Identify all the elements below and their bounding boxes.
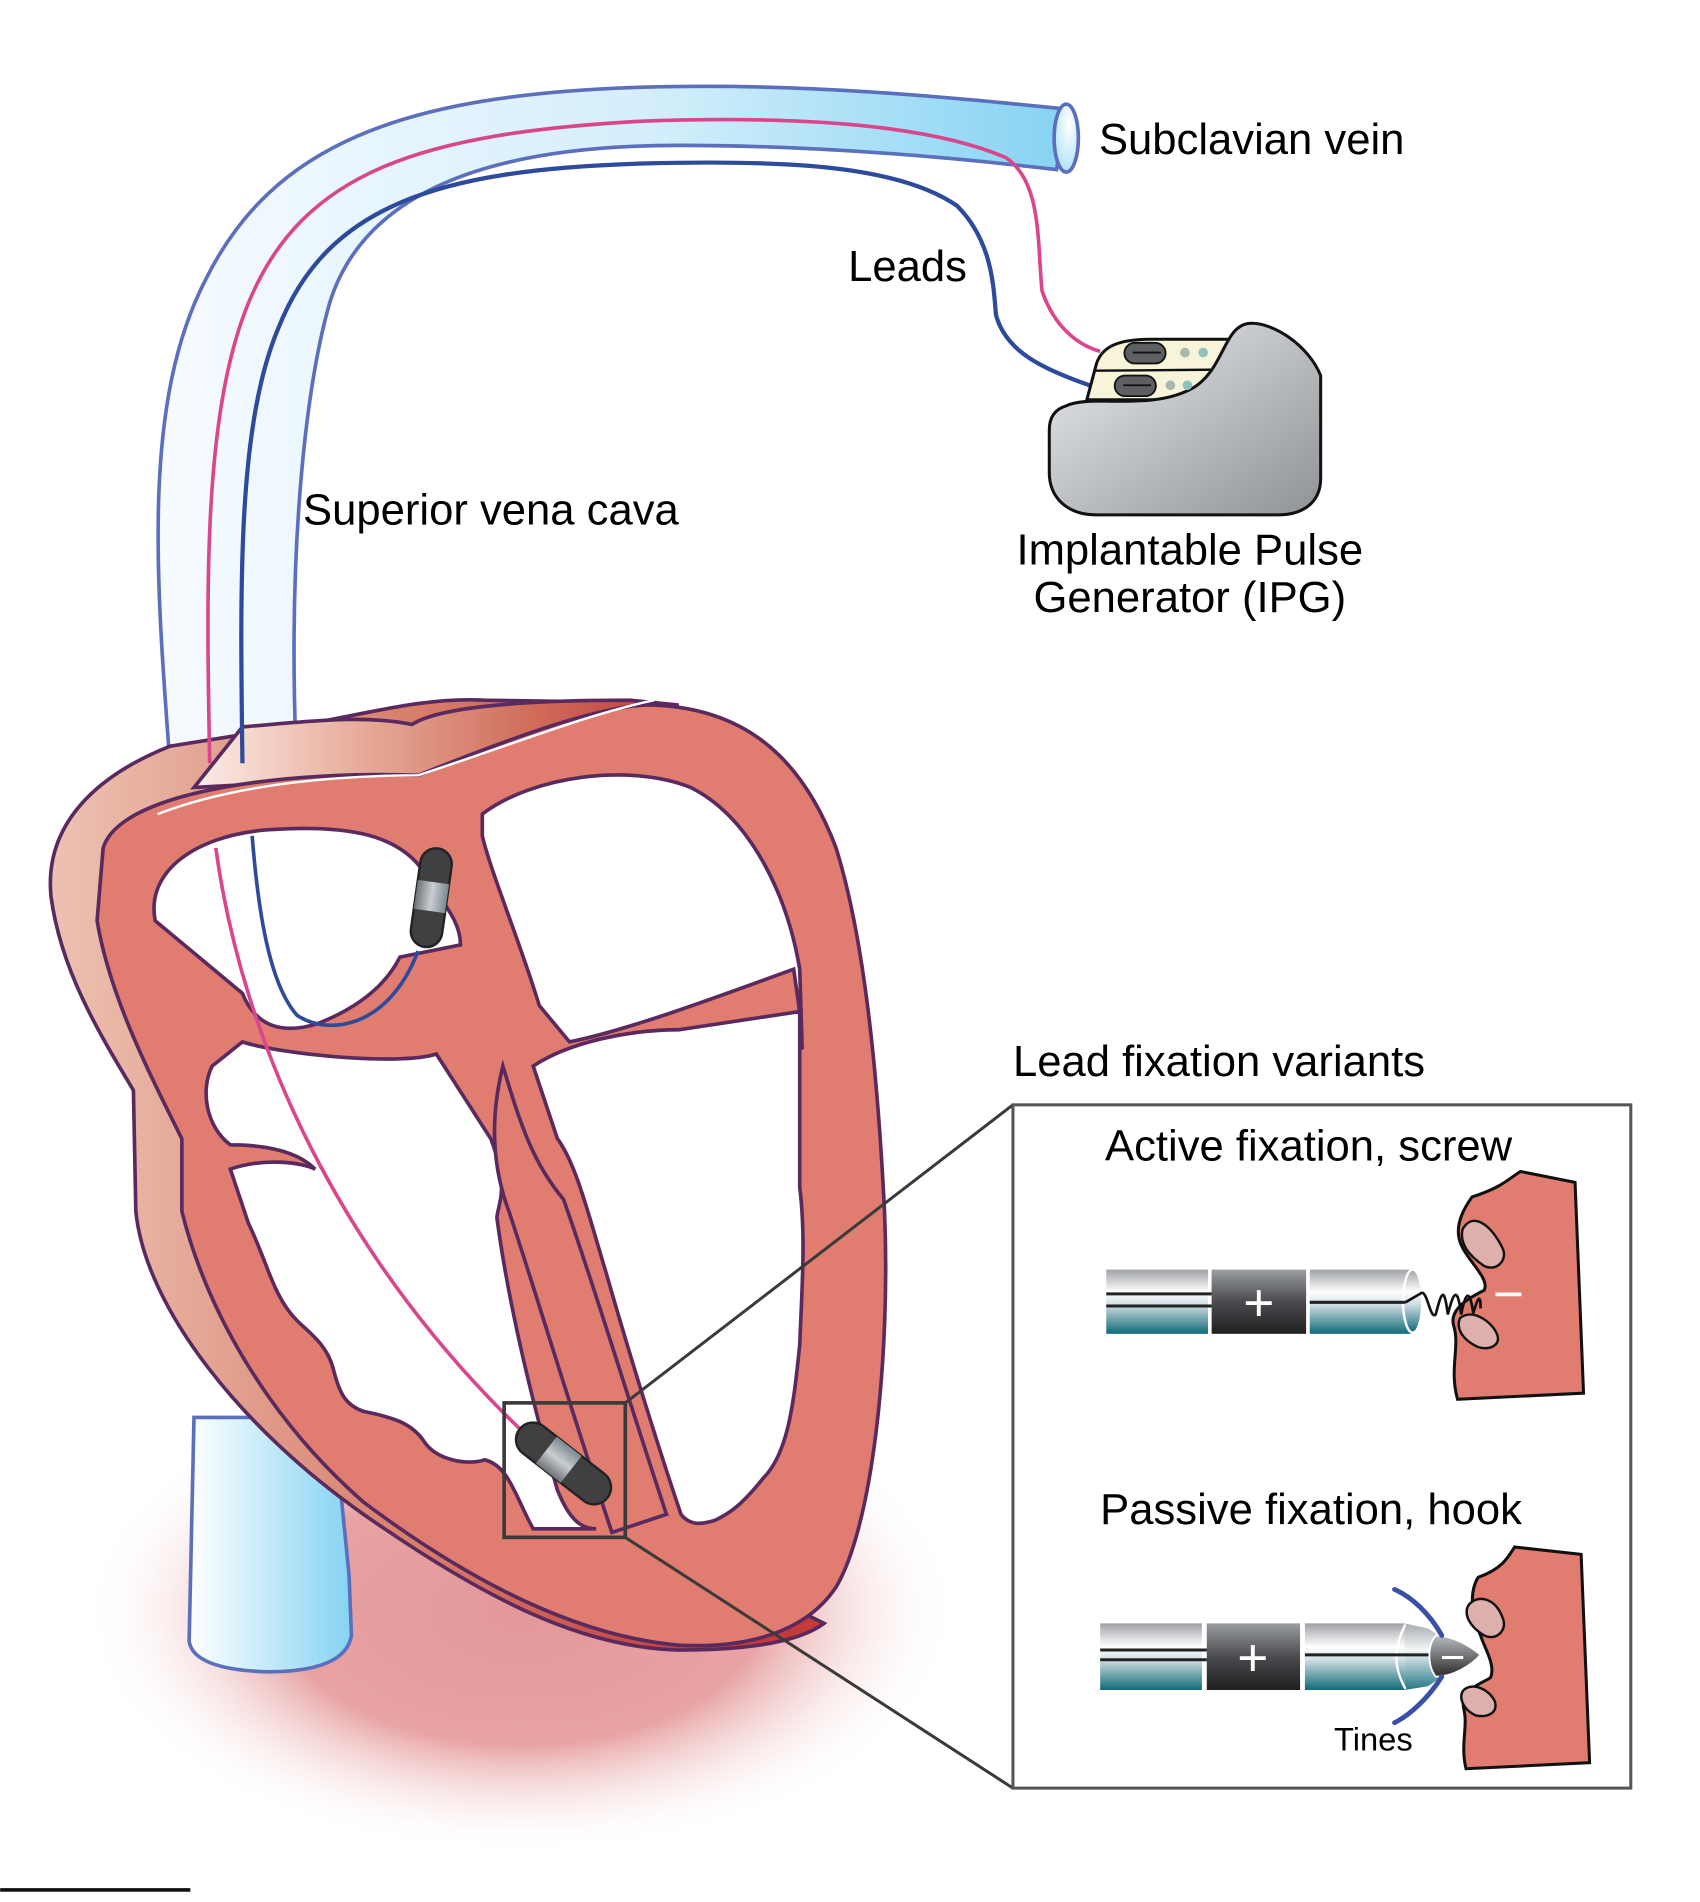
implantable-pulse-generator bbox=[1047, 321, 1323, 517]
callout-line-bottom bbox=[624, 1536, 1014, 1790]
heart bbox=[48, 697, 888, 1652]
passive-fixation-title: Passive fixation, hook bbox=[1100, 1486, 1522, 1534]
tine-upper-icon bbox=[1392, 1587, 1445, 1638]
ventricular-electrode bbox=[514, 1421, 613, 1506]
lead-fixation-inset: Lead fixation variants Active fixation, … bbox=[1011, 1038, 1633, 1790]
lead-blue-in-vessel bbox=[239, 160, 1098, 764]
left-ventricle bbox=[531, 1009, 805, 1526]
inferior-vena-cava bbox=[187, 1415, 354, 1674]
label-superior-vena-cava: Superior vena cava bbox=[303, 487, 679, 535]
active-anode-plus: + bbox=[1243, 1273, 1274, 1332]
active-fixation-tissue: − bbox=[1451, 1169, 1586, 1401]
ipg-port-upper bbox=[1123, 341, 1208, 365]
ipg-body bbox=[1047, 321, 1323, 517]
active-fixation-title: Active fixation, screw bbox=[1105, 1123, 1513, 1171]
active-cathode-minus: − bbox=[1493, 1265, 1524, 1324]
passive-fixation-lead: − + bbox=[1100, 1623, 1482, 1690]
active-fixation-screw-icon bbox=[1404, 1291, 1482, 1317]
atrial-electrode bbox=[409, 847, 453, 949]
lead-pink-in-vessel bbox=[206, 117, 1101, 764]
zoom-region-marker bbox=[502, 1401, 628, 1540]
heart-top-band bbox=[190, 698, 680, 790]
subclavian-vein-opening bbox=[1052, 102, 1081, 174]
label-ipg-line1: Implantable Pulse bbox=[1016, 527, 1363, 575]
heart-top-highlight bbox=[157, 699, 655, 816]
tine-lower-icon bbox=[1392, 1674, 1445, 1726]
passive-fixation-tissue bbox=[1460, 1545, 1592, 1771]
label-subclavian-vein: Subclavian vein bbox=[1099, 116, 1404, 164]
label-leads: Leads bbox=[848, 243, 967, 291]
ventricular-lead bbox=[213, 847, 535, 1443]
active-fixation-lead: + bbox=[1106, 1268, 1424, 1334]
passive-tip-cathode bbox=[1428, 1634, 1482, 1678]
superior-vena-cava bbox=[156, 84, 1069, 774]
passive-cathode-minus: − bbox=[1440, 1634, 1465, 1682]
callout-line-top bbox=[624, 1103, 1014, 1405]
label-ipg-line2: Generator (IPG) bbox=[1033, 574, 1346, 622]
inset-title: Lead fixation variants bbox=[1013, 1038, 1425, 1086]
label-tines: Tines bbox=[1334, 1721, 1413, 1758]
ipg-port-lower bbox=[1113, 374, 1193, 398]
atrial-lead bbox=[250, 835, 420, 1028]
passive-anode-plus: + bbox=[1237, 1628, 1268, 1687]
